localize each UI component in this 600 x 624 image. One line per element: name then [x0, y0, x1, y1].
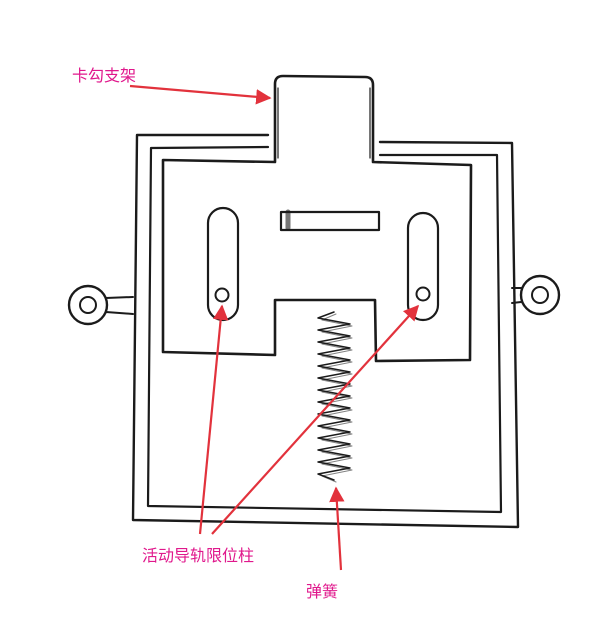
arrow-to-right-limit-post — [211, 304, 420, 535]
right-limit-post — [415, 286, 431, 302]
right-guide-slot — [406, 211, 440, 322]
arrow-to-spring — [329, 486, 345, 571]
label-guide-rail-limit-post: 活动导轨限位柱 — [142, 546, 255, 565]
circle-ring-icon — [519, 274, 561, 316]
arrow-to-hook-bracket — [129, 84, 272, 105]
left-mounting-eye — [67, 284, 134, 326]
center-slot — [279, 209, 381, 232]
label-hook-bracket: 卡勾支架 — [72, 66, 137, 85]
label-spring: 弹簧 — [306, 582, 339, 601]
left-guide-slot — [206, 206, 240, 322]
right-mounting-eye — [511, 274, 561, 316]
coil-spring-icon — [317, 311, 353, 483]
circle-ring-icon — [67, 284, 109, 326]
annotation-arrows — [129, 84, 420, 571]
arrow-to-left-limit-post — [198, 304, 229, 535]
hook-bracket — [161, 74, 473, 363]
left-limit-post — [214, 287, 230, 303]
outer-frame — [131, 133, 520, 529]
